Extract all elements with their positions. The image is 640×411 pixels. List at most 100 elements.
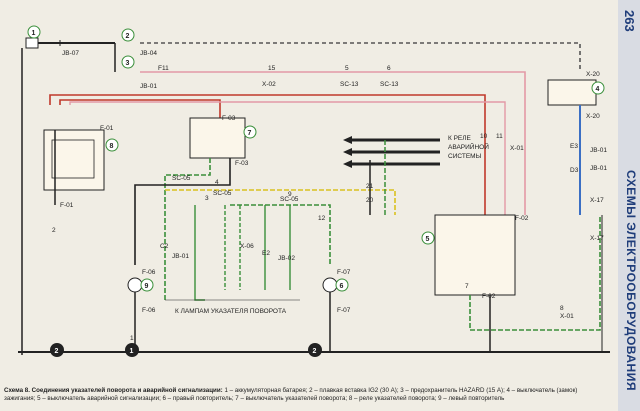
- relay-arrows: [343, 136, 440, 168]
- ignition-switch-4: [547, 79, 597, 106]
- label-x17b: X-17: [590, 235, 604, 242]
- green-wire-left: [164, 158, 211, 300]
- hazard-output-green: [469, 215, 601, 331]
- label-n10: 10: [480, 133, 488, 140]
- relay-note-line2: АВАРИЙНОЙ: [448, 142, 489, 151]
- badge-9: [140, 278, 154, 292]
- label-jb07: JB-07: [62, 50, 79, 57]
- label-f07b: F-07: [337, 307, 351, 314]
- badge-6-label: 6: [340, 283, 344, 290]
- relay-inner: [51, 139, 95, 179]
- hazard-switch-5: [434, 214, 516, 296]
- label-x20b: X-20: [586, 113, 600, 120]
- ig2-dashed-wire: [140, 42, 581, 72]
- ground-badge-1: [125, 343, 139, 357]
- label-jb01a: JB-01: [140, 83, 157, 90]
- badge-4-label: 4: [596, 86, 600, 93]
- badge-2-label: 2: [126, 33, 130, 40]
- relay-note-line3: СИСТЕМЫ: [448, 153, 482, 160]
- label-jb01b: JB-01: [590, 147, 607, 154]
- badge-7: [243, 125, 257, 139]
- label-n3: 3: [205, 195, 209, 202]
- ground-badge-2b-label: 2: [313, 348, 317, 355]
- label-f01a: F-01: [100, 125, 114, 132]
- yellow-wire-mid: [165, 189, 396, 215]
- label-n20: 20: [366, 197, 374, 204]
- label-f01b: F-01: [60, 202, 74, 209]
- badge-3-label: 3: [126, 60, 130, 67]
- ground-badge-2a: [50, 343, 64, 357]
- badge-1: [27, 25, 41, 39]
- label-n4: 4: [215, 179, 219, 186]
- label-n2: 2: [52, 227, 56, 234]
- label-x02: X-02: [262, 81, 276, 88]
- label-f06b: F-06: [142, 307, 156, 314]
- page-number: 263: [622, 10, 637, 32]
- sidebar-title: СХЕМЫ ЭЛЕКТРООБОРУДОВАНИЯ: [624, 170, 638, 391]
- green-lamp-wire-1: [194, 205, 205, 301]
- turn-signal-switch-7: [189, 117, 246, 159]
- label-c2: C2: [160, 243, 169, 250]
- label-e2: E2: [262, 250, 270, 257]
- label-d3: D3: [570, 167, 579, 174]
- badge-3: [121, 55, 135, 69]
- badge-8: [105, 138, 119, 152]
- badge-5: [421, 231, 435, 245]
- label-x17a: X-17: [590, 197, 604, 204]
- label-n12: 12: [318, 215, 326, 222]
- label-sc13a: SC-13: [340, 81, 359, 88]
- label-n11: 11: [496, 133, 503, 140]
- label-sc05b: SC-05: [213, 190, 232, 197]
- label-n9: 9: [288, 191, 292, 198]
- label-jb01c: JB-01: [590, 165, 607, 172]
- label-n6: 6: [387, 65, 391, 72]
- badge-1-label: 1: [32, 30, 36, 37]
- label-x01a: X-01: [510, 145, 524, 152]
- battery-symbol: [25, 37, 39, 49]
- label-sc05a: SC-05: [172, 175, 191, 182]
- label-f06a: F-06: [142, 269, 156, 276]
- label-n15: 15: [268, 65, 276, 72]
- badge-7-label: 7: [248, 130, 252, 137]
- left-repeater-lamp-9: [127, 277, 143, 293]
- label-n8: 8: [560, 305, 564, 312]
- label-f03b: F-03: [235, 160, 249, 167]
- label-jb01-lamp: JB-01: [172, 253, 189, 260]
- badge-2: [121, 28, 135, 42]
- lamps-note: К ЛАМПАМ УКАЗАТЕЛЯ ПОВОРОТА: [175, 308, 287, 315]
- green-wire-right: [230, 204, 331, 265]
- label-n5: 5: [345, 65, 349, 72]
- label-x01b: X-01: [560, 313, 574, 320]
- pink-wire-to-switch5: [69, 101, 506, 215]
- label-sc05c: SC-05: [280, 196, 299, 203]
- label-f07a: F-07: [337, 269, 351, 276]
- caption-title: Схема 8. Соединения указателей поворота …: [4, 387, 223, 394]
- badge-9-label: 9: [145, 283, 149, 290]
- red-wire-upper: [49, 94, 486, 215]
- red-wire-to-switch7: [59, 99, 221, 118]
- label-sc13b: SC-13: [380, 81, 399, 88]
- relay-note-line1: К РЕЛЕ: [448, 135, 472, 142]
- label-n1: 1: [130, 335, 134, 342]
- caption-text: 1 – аккумуляторная батарея; 2 – плавкая …: [4, 387, 578, 402]
- ground-badge-2b: [308, 343, 322, 357]
- hazard-pink-wire: [140, 71, 526, 215]
- sidebar-strip: 263 СХЕМЫ ЭЛЕКТРООБОРУДОВАНИЯ: [618, 0, 640, 411]
- figure-caption: Схема 8. Соединения указателей поворота …: [4, 387, 604, 403]
- label-jb02: JB-02: [278, 255, 295, 262]
- right-repeater-lamp-6: [322, 277, 338, 293]
- label-jb04: JB-04: [140, 50, 157, 57]
- label-f11: F11: [158, 65, 169, 72]
- ground-badge-1-label: 1: [130, 348, 134, 355]
- label-e3: E3: [570, 143, 578, 150]
- badge-6: [335, 278, 349, 292]
- label-f02a: F-02: [515, 215, 529, 222]
- label-f03a: F-03: [222, 115, 236, 122]
- badge-5-label: 5: [426, 236, 430, 243]
- label-f02b: F-02: [482, 293, 496, 300]
- label-n21: 21: [366, 183, 374, 190]
- black-wire-left: [134, 158, 231, 265]
- ground-badge-2a-label: 2: [55, 348, 59, 355]
- label-x20a: X-20: [586, 71, 600, 78]
- turn-relay-8: [43, 129, 105, 191]
